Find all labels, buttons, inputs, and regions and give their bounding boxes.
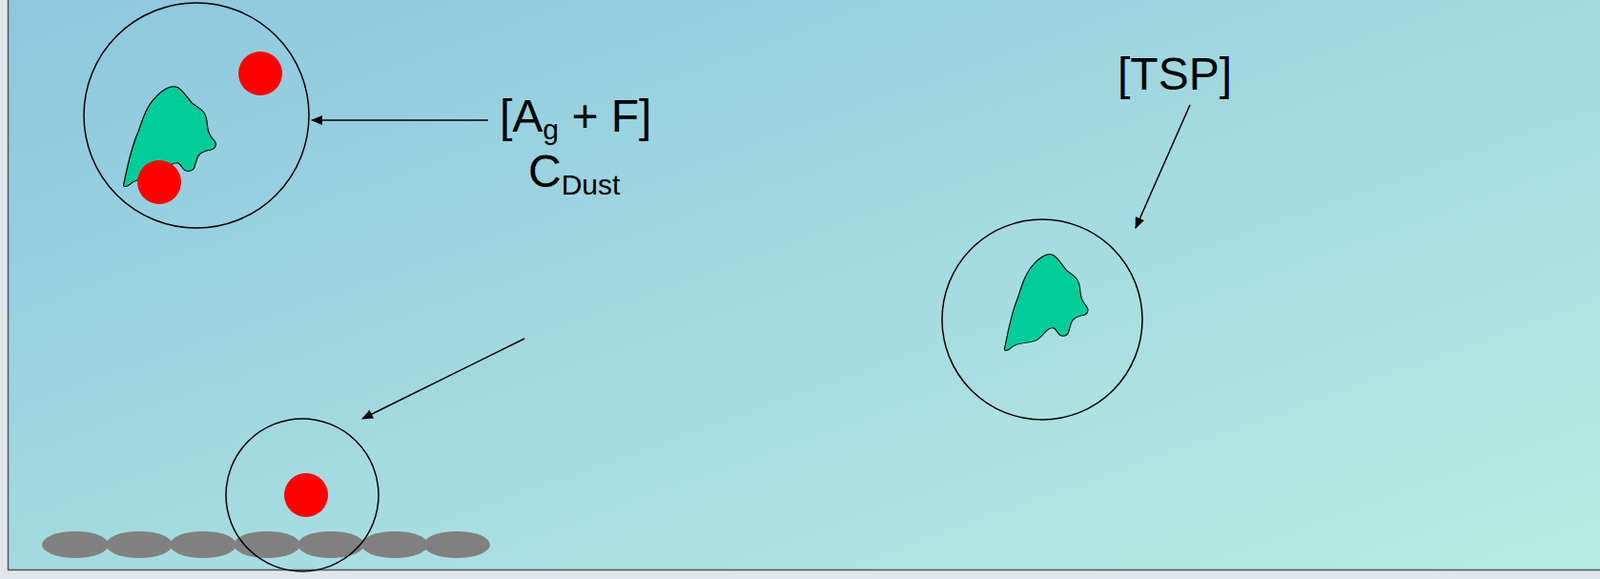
callout-label: CDust bbox=[528, 144, 620, 198]
background bbox=[7, 0, 1600, 570]
leader-arrow bbox=[1135, 104, 1190, 228]
red-dot bbox=[137, 160, 182, 205]
subscript: g bbox=[542, 113, 559, 145]
red-dot bbox=[238, 51, 283, 96]
sample-circle bbox=[942, 219, 1143, 420]
leader-arrow bbox=[362, 338, 525, 419]
dust-layer bbox=[41, 531, 491, 558]
callout-label: [TSP] bbox=[1117, 47, 1232, 101]
leader-arrow bbox=[311, 119, 489, 122]
callout-label: [Ag + F] bbox=[499, 89, 652, 143]
frame-line bbox=[7, 569, 1600, 572]
sample-circle bbox=[83, 2, 309, 228]
red-dot bbox=[284, 472, 329, 517]
sample-circle bbox=[225, 418, 379, 572]
subscript: Dust bbox=[561, 168, 621, 201]
particle bbox=[1004, 254, 1088, 351]
frame-line bbox=[7, 0, 10, 571]
